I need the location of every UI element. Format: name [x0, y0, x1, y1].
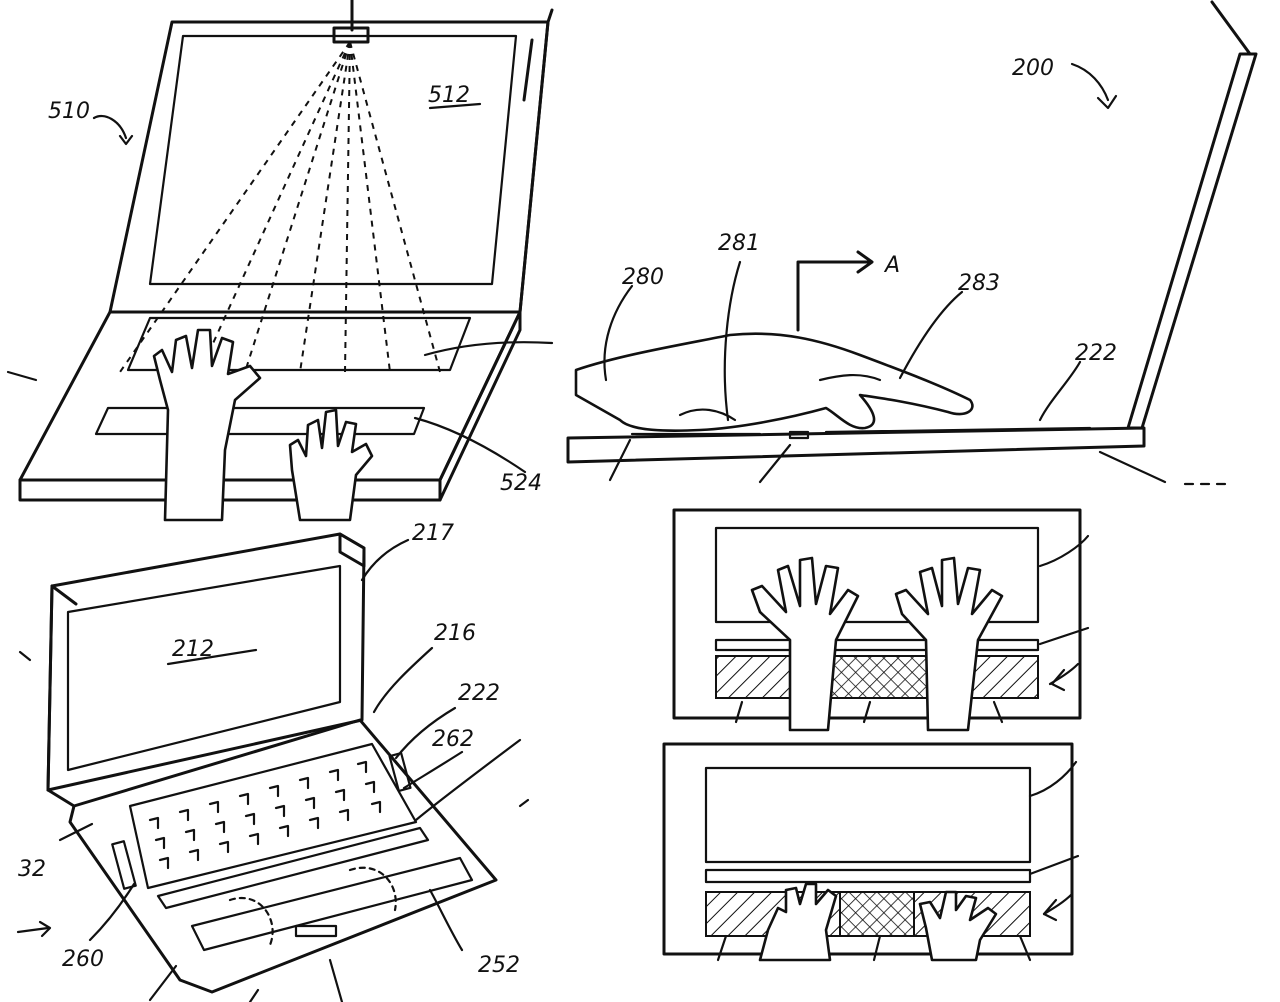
lower-left-hand-icon	[758, 882, 838, 962]
laptop-510-figure: 510 512 524	[6, 0, 554, 522]
lid-corner	[546, 8, 554, 24]
side-port-left	[111, 840, 137, 890]
label-280: 280	[622, 265, 664, 290]
label-260: 260	[62, 947, 104, 972]
laptop-212-figure: 217 212 216 222 262 32 260 252	[16, 521, 530, 1002]
upper-display-area	[714, 526, 1040, 624]
laptop-212-lid	[46, 532, 366, 792]
label-32: 32	[18, 857, 46, 882]
label-A: A	[883, 253, 900, 278]
laptop-510-base	[18, 310, 522, 482]
trackpad-area	[94, 406, 426, 436]
label-510: 510	[48, 99, 90, 124]
keyboard-keys	[148, 760, 382, 870]
label-281: 281	[718, 231, 760, 256]
label-283: 283	[958, 271, 1000, 296]
side-port-right	[388, 751, 412, 793]
top-view-lower-figure	[662, 742, 1080, 962]
label-524: 524	[500, 471, 542, 496]
hand-right-icon	[288, 408, 374, 522]
side-view-lid	[1126, 52, 1258, 430]
side-view-200-figure: 200 280 281 283 222 A	[566, 0, 1258, 486]
label-512: 512	[428, 83, 470, 108]
laptop-212-screen	[66, 564, 342, 772]
lower-right-hand-icon	[918, 890, 998, 962]
laptop-212-base	[68, 718, 498, 994]
laptop-510-lid	[108, 20, 550, 314]
camera-projection-lines	[119, 41, 441, 373]
label-222-side: 222	[1075, 341, 1117, 366]
label-252: 252	[478, 953, 520, 978]
hand-left-icon	[152, 328, 262, 522]
upper-left-hand-icon	[750, 556, 860, 732]
top-view-upper-figure	[672, 508, 1090, 732]
label-216: 216	[434, 621, 476, 646]
label-262: 262	[432, 727, 474, 752]
palm-rest-panel	[190, 856, 474, 952]
lower-crosshatched-zone	[839, 891, 915, 937]
laptop-510-screen	[148, 34, 518, 286]
keyboard-grid	[128, 742, 418, 890]
label-200: 200	[1012, 56, 1054, 81]
upper-crosshatched-zone	[823, 655, 931, 699]
label-222-bottom: 222	[458, 681, 500, 706]
lower-display-area	[704, 766, 1032, 864]
label-217: 217	[412, 521, 454, 546]
side-view-base	[566, 426, 1146, 464]
upper-right-hand-icon	[894, 556, 1004, 732]
keyboard-touch-area	[126, 316, 472, 372]
side-hand-icon	[574, 332, 974, 432]
